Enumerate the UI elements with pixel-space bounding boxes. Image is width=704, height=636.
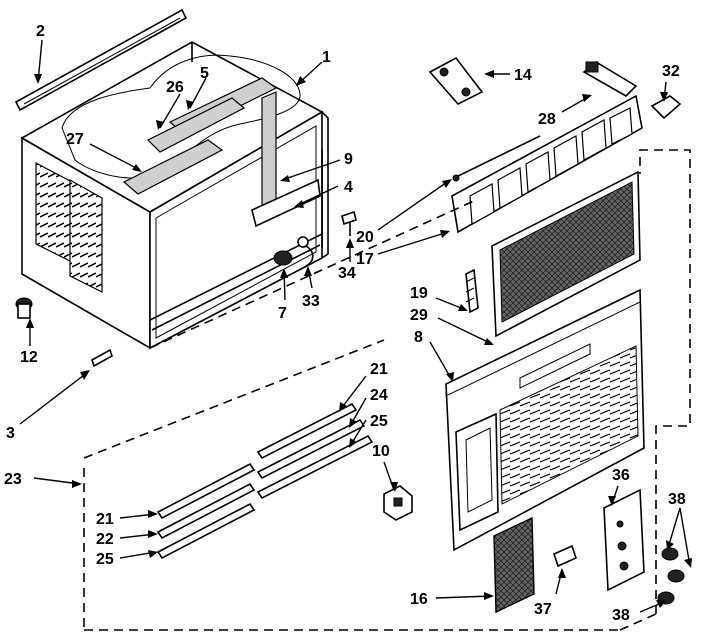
- label-34: 34: [338, 265, 356, 282]
- label-38-upper: 38: [668, 491, 686, 508]
- foam-strip-27: [122, 139, 224, 195]
- label-25-upper: 25: [370, 413, 388, 430]
- shaft-20: [452, 135, 541, 182]
- rail-22: [156, 482, 256, 540]
- label-16: 16: [410, 591, 428, 608]
- knobs-38: [657, 547, 685, 605]
- label-27: 27: [66, 131, 84, 148]
- label-19: 19: [410, 285, 428, 302]
- label-26: 26: [166, 79, 184, 96]
- label-28: 28: [538, 111, 556, 128]
- label-24: 24: [370, 387, 388, 404]
- label-10: 10: [372, 443, 390, 460]
- label-36: 36: [612, 467, 630, 484]
- label-29: 29: [410, 307, 428, 324]
- label-37: 37: [534, 601, 552, 618]
- screw-3: [91, 348, 113, 368]
- label-21-upper: 21: [370, 361, 388, 378]
- screw-12: [15, 297, 33, 319]
- air-filter-29: [491, 170, 641, 338]
- bracket-4: [251, 178, 321, 228]
- rail-21-lower: [156, 462, 256, 520]
- rail-24: [256, 418, 366, 480]
- label-17: 17: [356, 251, 374, 268]
- damper-14: [428, 56, 484, 105]
- leader-lines: [19, 39, 691, 613]
- label-33: 33: [302, 293, 320, 310]
- control-bracket-10: [383, 485, 413, 521]
- label-7: 7: [278, 305, 287, 322]
- label-2: 2: [36, 23, 45, 40]
- rails-group-23: [156, 402, 374, 560]
- grille-insert-16: [493, 516, 535, 614]
- clip-37: [553, 544, 577, 568]
- rail-25-upper: [256, 434, 374, 500]
- callout-labels: 2 1 5 26 27 9 4 12 3 7 33 34 14 28 32 20…: [4, 23, 686, 624]
- filter-clip-19: [465, 268, 479, 314]
- clip-33: [297, 236, 314, 267]
- clip-32: [650, 95, 682, 120]
- label-9: 9: [344, 151, 353, 168]
- leader-arrowheads: [26, 70, 692, 608]
- label-14: 14: [514, 67, 532, 84]
- cabinet-side-louvers: [35, 162, 103, 293]
- label-21-lower: 21: [96, 511, 114, 528]
- rail-25-lower: [156, 502, 256, 560]
- foam-strip-26: [146, 97, 246, 153]
- cabinet: [20, 41, 329, 350]
- label-8: 8: [414, 329, 423, 346]
- bracket-28: [582, 61, 638, 97]
- label-32: 32: [662, 63, 680, 80]
- label-23: 23: [4, 471, 22, 488]
- control-panel-36: [603, 488, 645, 592]
- nut-7: [273, 250, 293, 266]
- label-20: 20: [356, 229, 374, 246]
- label-4: 4: [344, 179, 353, 196]
- foam-strip-9: [261, 91, 277, 219]
- label-5: 5: [200, 65, 209, 82]
- screw-34: [341, 210, 357, 236]
- label-25-lower: 25: [96, 551, 114, 568]
- top-rail-2: [14, 8, 188, 112]
- rail-21-upper: [256, 402, 358, 460]
- label-1: 1: [322, 49, 331, 66]
- front-grille-8: [445, 288, 645, 552]
- louver-assembly-17: [451, 94, 643, 234]
- label-12: 12: [20, 349, 38, 366]
- label-22: 22: [96, 531, 114, 548]
- label-3: 3: [6, 425, 15, 442]
- label-38-lower: 38: [612, 607, 630, 624]
